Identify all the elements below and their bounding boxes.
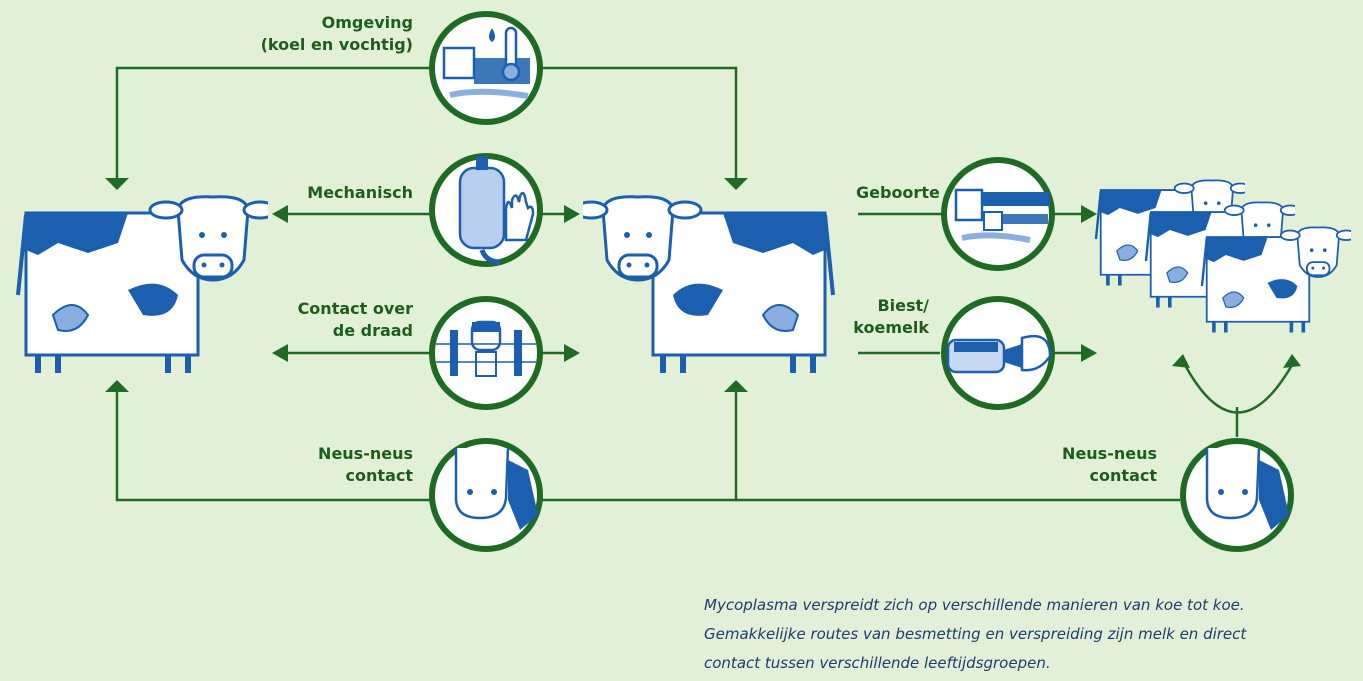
- label-fence-contact: Contact over de draad: [297, 299, 413, 340]
- caption-line: Mycoplasma verspreidt zich op verschille…: [704, 596, 1245, 614]
- cow-nose-icon: [1180, 438, 1294, 552]
- milking-unit-hand-icon: [429, 153, 543, 267]
- label-environment: Omgeving (koel en vochtig): [260, 13, 413, 54]
- label-nose-contact-right: Neus-neus contact: [1062, 444, 1157, 485]
- label-birth: Geboorte: [856, 183, 940, 202]
- cow-with-thermometer-icon: [429, 11, 543, 125]
- cow-middle: [575, 197, 833, 373]
- caption: Mycoplasma verspreidt zich op verschille…: [704, 591, 1354, 678]
- cow-left: [18, 197, 276, 373]
- cow-nose-icon: [429, 438, 543, 552]
- cow-behind-fence-icon: [429, 296, 543, 410]
- calf-bottle-icon: [941, 296, 1055, 410]
- label-colostrum: Biest/ koemelk: [853, 296, 929, 337]
- young-cows-group: [1094, 178, 1351, 335]
- label-nose-contact-left: Neus-neus contact: [318, 444, 413, 485]
- label-mechanical: Mechanisch: [307, 183, 413, 202]
- caption-line: contact tussen verschillende leeftijdsgr…: [704, 654, 1051, 672]
- caption-line: Gemakkelijke routes van besmetting en ve…: [704, 625, 1247, 643]
- cow-and-calf-icon: [941, 157, 1055, 271]
